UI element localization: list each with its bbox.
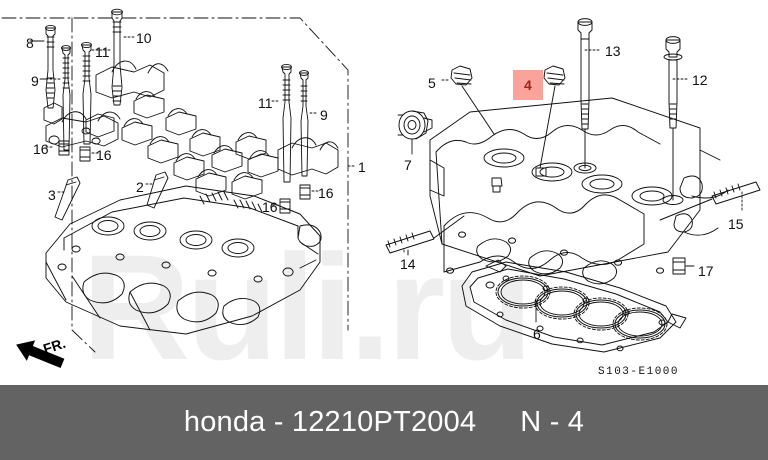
page-reference-label: N - 4 <box>520 406 585 438</box>
callout-6: 6 <box>533 326 541 342</box>
callout-4-highlighted[interactable]: 4 <box>513 70 543 100</box>
callout-13: 13 <box>605 43 621 59</box>
part-number-label: honda - 12210PT2004 <box>183 406 477 438</box>
callout-16: 16 <box>262 199 278 215</box>
callout-11: 11 <box>95 44 110 60</box>
callout-10: 10 <box>136 30 152 46</box>
diagram-linework <box>1 8 761 369</box>
callout-5: 5 <box>428 75 436 91</box>
callout-9: 9 <box>320 107 328 123</box>
footer-bar: honda - 12210PT2004 N - 4 <box>0 385 768 460</box>
front-direction-arrow <box>16 340 65 369</box>
callout-11: 11 <box>258 95 273 111</box>
callout-15: 15 <box>728 216 744 232</box>
callout-16: 16 <box>318 185 334 201</box>
callout-3: 3 <box>48 187 56 203</box>
callout-8: 8 <box>26 35 34 51</box>
exploded-parts-diagram: Ruli.ru <box>1 8 761 382</box>
callout-12: 12 <box>692 72 708 88</box>
callout-16: 16 <box>96 147 112 163</box>
callout-9: 9 <box>31 73 39 89</box>
callout-2: 2 <box>136 179 144 195</box>
callout-17: 17 <box>698 263 714 279</box>
callout-7: 7 <box>404 157 412 173</box>
callout-14: 14 <box>400 256 416 272</box>
callout-16: 16 <box>33 141 49 157</box>
callout-1: 1 <box>358 159 366 175</box>
diagram-code: S103-E1000 <box>598 366 680 378</box>
